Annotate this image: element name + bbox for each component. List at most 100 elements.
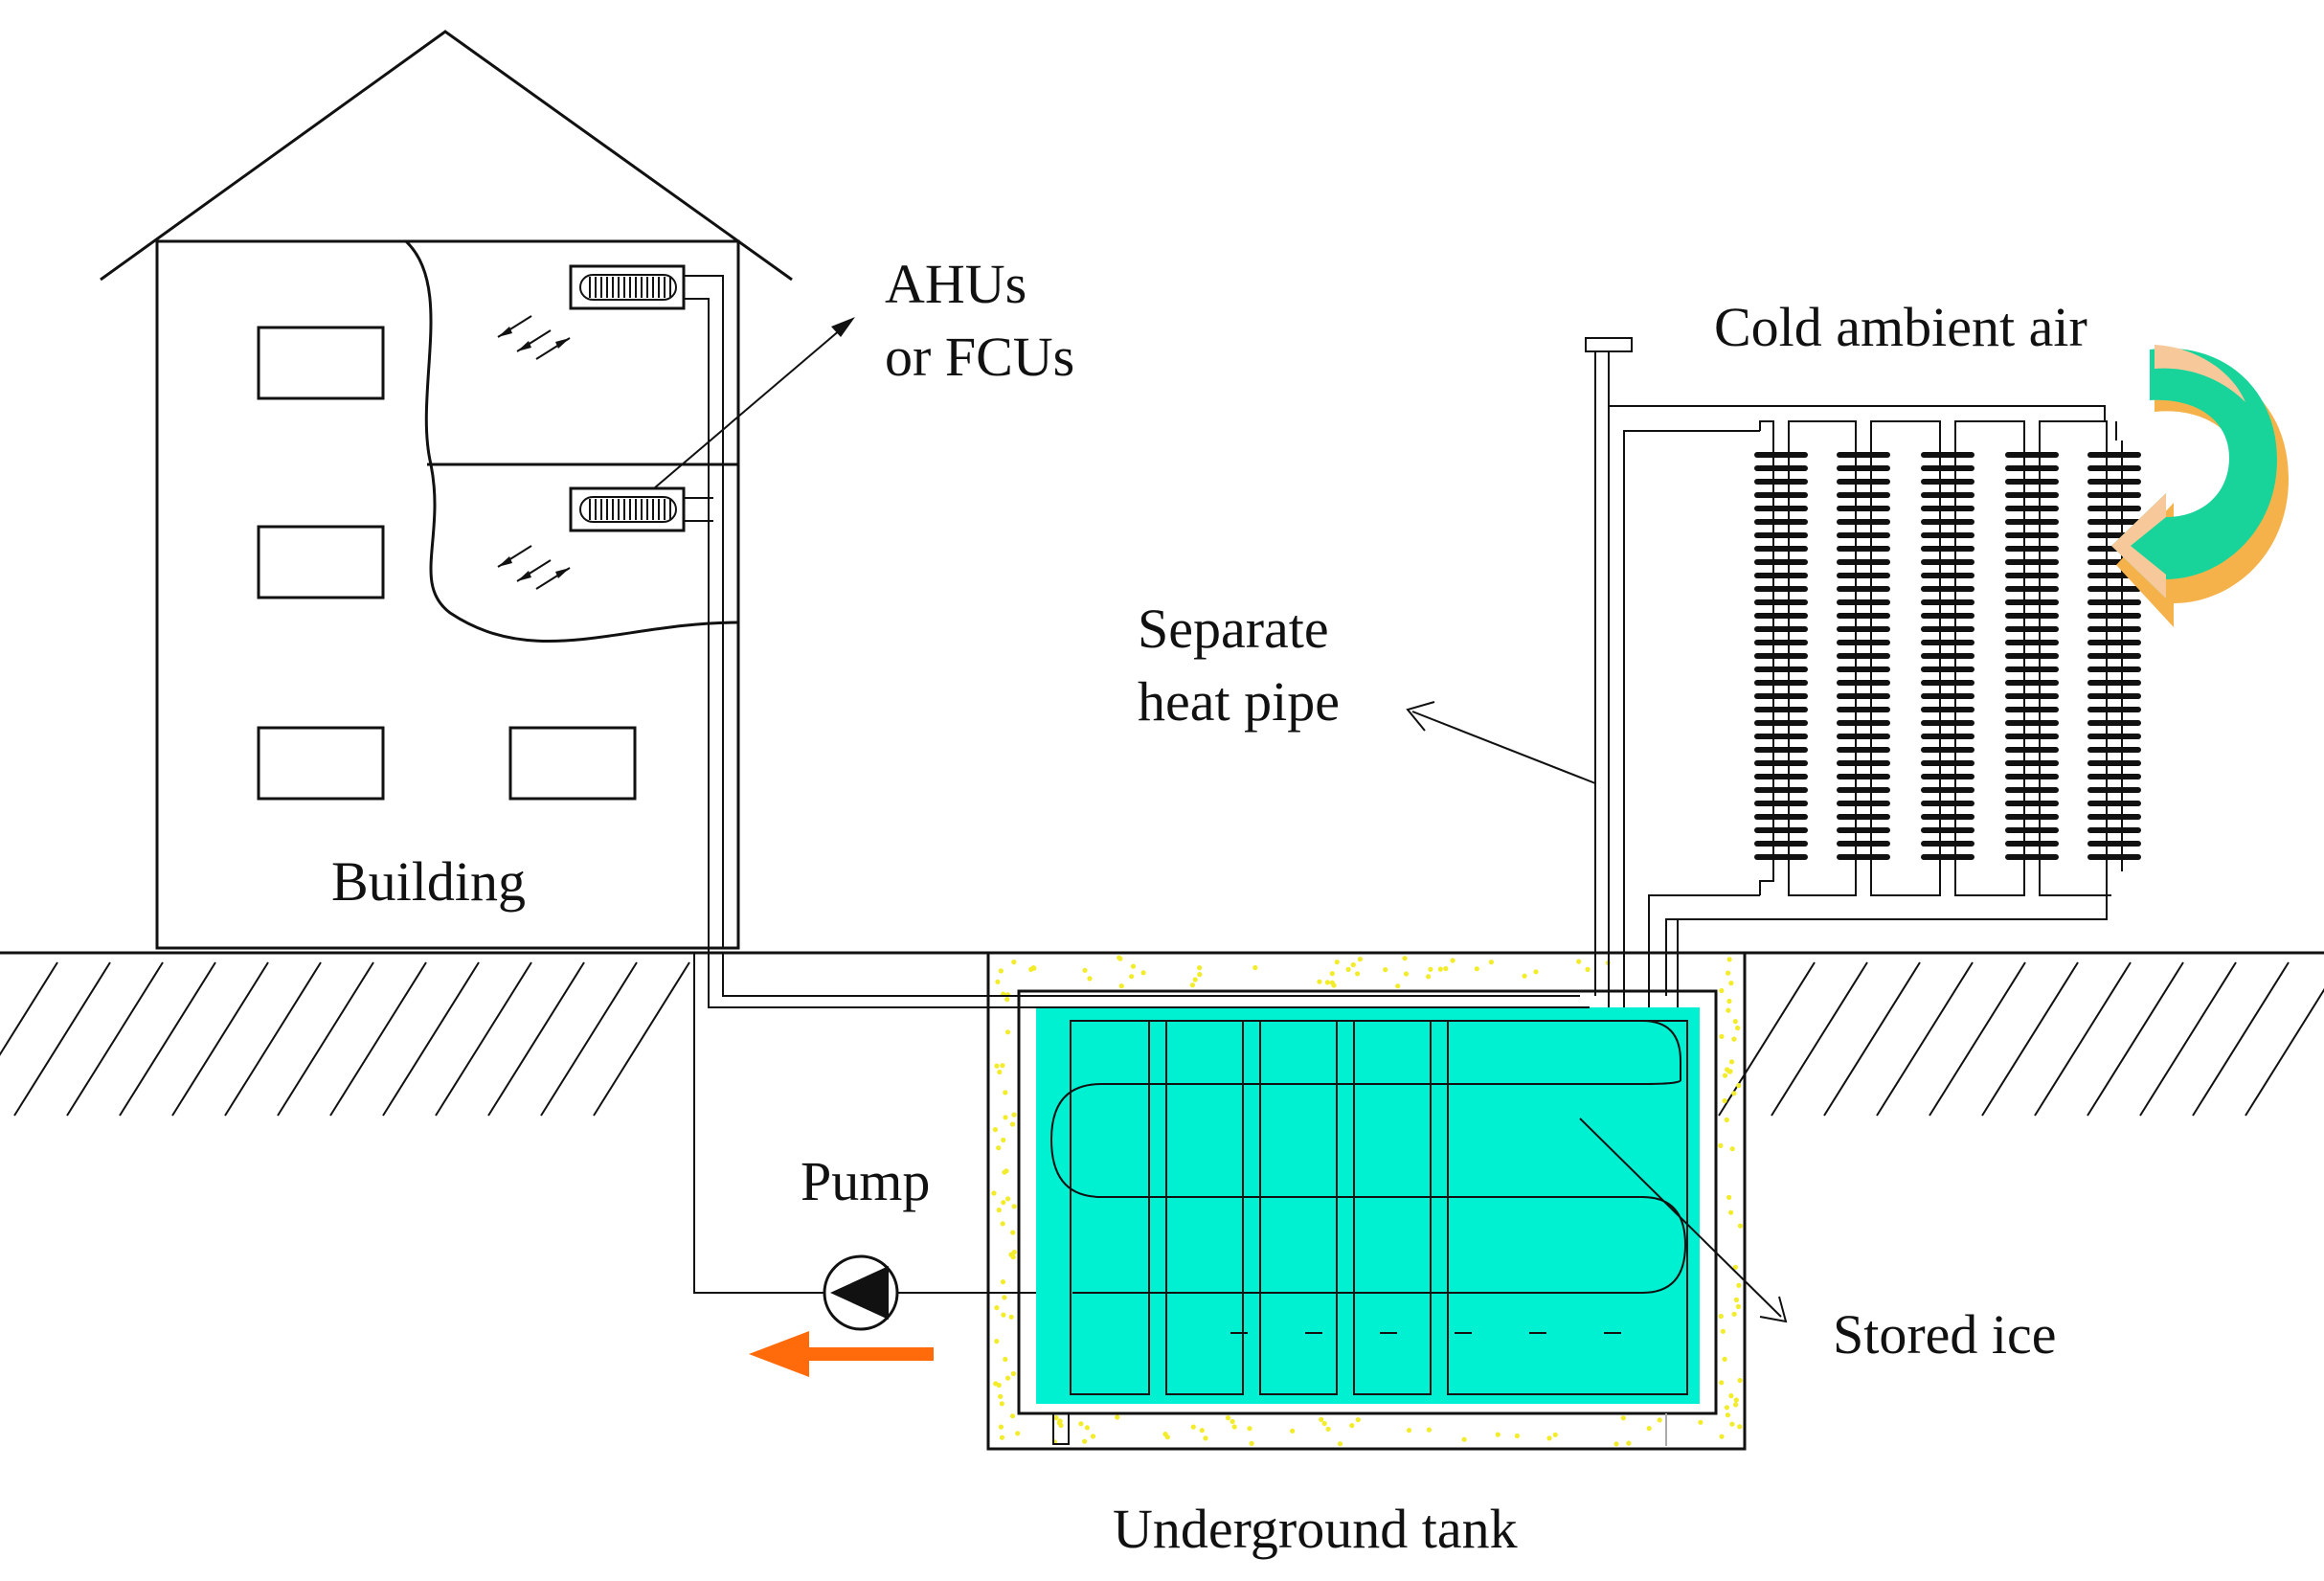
fin	[2087, 827, 2141, 833]
fin	[1921, 465, 1974, 471]
fin	[1921, 492, 1974, 498]
building-to-tank-pipe	[722, 953, 1580, 997]
fin	[1921, 559, 1974, 565]
fin	[1921, 640, 1974, 645]
label-ahus: AHUs	[885, 253, 1027, 315]
fin	[2005, 559, 2059, 565]
hatch-line	[1929, 961, 2026, 1117]
hatch-line	[593, 961, 690, 1117]
fin	[1754, 680, 1808, 686]
fin	[1921, 573, 1974, 578]
fin	[2005, 626, 2059, 632]
fin	[2005, 519, 2059, 525]
hatch-line	[435, 961, 532, 1117]
fin	[1837, 707, 1890, 712]
fin	[1754, 814, 1808, 820]
fin	[1921, 532, 1974, 538]
fin	[1837, 613, 1890, 619]
fin	[1754, 734, 1808, 739]
fin	[2087, 680, 2141, 686]
fin	[2005, 854, 2059, 860]
fin	[2005, 492, 2059, 498]
hatch-line	[171, 961, 269, 1117]
fin	[2087, 801, 2141, 806]
pump-icon	[823, 1254, 899, 1331]
fin	[1921, 613, 1974, 619]
fin	[1837, 854, 1890, 860]
fin	[2087, 452, 2141, 458]
fin	[2005, 506, 2059, 511]
fin	[2087, 814, 2141, 820]
fin	[1754, 720, 1808, 726]
fin	[1754, 586, 1808, 592]
fin	[2087, 519, 2141, 525]
fin	[1754, 801, 1808, 806]
fin	[1921, 506, 1974, 511]
fin	[1754, 613, 1808, 619]
hatch-line	[540, 961, 638, 1117]
hatch-line	[277, 961, 374, 1117]
fin	[2005, 707, 2059, 712]
label-cold-ambient-air: Cold ambient air	[1714, 296, 2087, 358]
fin	[2005, 827, 2059, 833]
fin	[1921, 519, 1974, 525]
ahu-leader-arrow	[653, 317, 855, 489]
finned-heat-exchanger	[1754, 420, 2141, 896]
fin	[1921, 854, 1974, 860]
fin	[2005, 452, 2059, 458]
hatch-line	[329, 961, 427, 1117]
fin	[1837, 519, 1890, 525]
fin	[2005, 720, 2059, 726]
fin	[1754, 573, 1808, 578]
fin	[1921, 680, 1974, 686]
fin	[1837, 680, 1890, 686]
heat-pipe-return	[1648, 894, 1760, 1007]
fin	[1921, 452, 1974, 458]
fin	[1921, 586, 1974, 592]
soil-hatching	[0, 961, 2324, 1117]
fin	[1837, 559, 1890, 565]
building-to-tank-pipe	[708, 948, 1590, 1008]
fin	[2087, 506, 2141, 511]
fin	[1837, 452, 1890, 458]
fin	[2005, 760, 2059, 766]
fin	[1921, 814, 1974, 820]
fin	[1754, 666, 1808, 672]
fin	[2005, 801, 2059, 806]
fin	[2005, 680, 2059, 686]
fin	[1837, 720, 1890, 726]
fin	[2005, 546, 2059, 552]
fin	[1754, 452, 1808, 458]
fin	[2005, 734, 2059, 739]
window	[508, 726, 637, 801]
airflow-arrows-upper	[497, 315, 571, 360]
fin	[1754, 640, 1808, 645]
hatch-line	[66, 961, 164, 1117]
label-building: Building	[331, 850, 526, 913]
label-heat-pipe: heat pipe	[1138, 670, 1340, 733]
fin	[1754, 599, 1808, 605]
fin	[2005, 814, 2059, 820]
fin	[1754, 854, 1808, 860]
fin	[2087, 774, 2141, 779]
fin	[1921, 734, 1974, 739]
fin	[1754, 492, 1808, 498]
fin	[1921, 653, 1974, 659]
fin	[1837, 774, 1890, 779]
building-walls	[155, 239, 740, 950]
window	[257, 326, 385, 400]
fin	[1921, 801, 1974, 806]
fin	[1837, 666, 1890, 672]
fin	[1921, 693, 1974, 699]
fin	[1837, 841, 1890, 847]
heat-pipe-header	[1623, 430, 1760, 1007]
fin	[1837, 546, 1890, 552]
insulation-sand	[991, 955, 1743, 1447]
fin	[2005, 573, 2059, 578]
hatch-line	[382, 961, 480, 1117]
fin	[1921, 707, 1974, 712]
ahu-unit-upper	[569, 264, 686, 310]
fin	[2005, 747, 2059, 753]
label-or-fcus: or FCUs	[885, 326, 1074, 388]
